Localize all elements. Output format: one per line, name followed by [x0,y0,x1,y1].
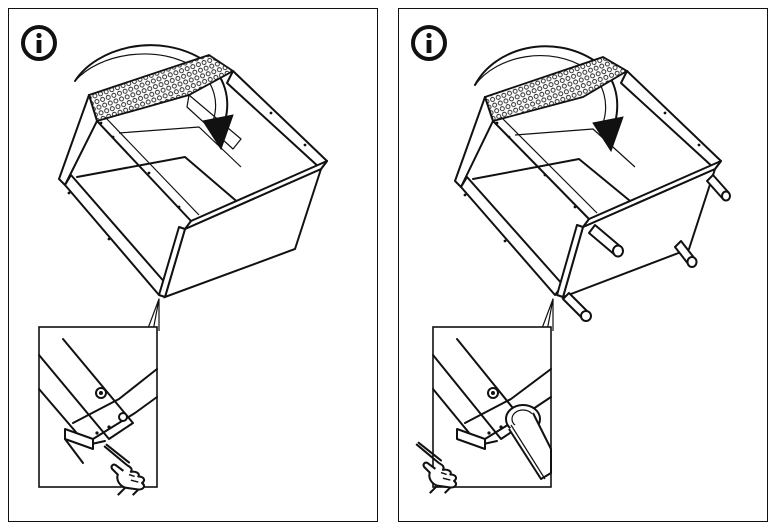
cabinet-frame-with-legs-illustration [399,45,731,523]
detail-inset [38,326,158,495]
cabinet-frame-illustration [38,44,328,523]
instruction-panel-step-1 [8,8,378,522]
detail-inset [417,326,552,493]
legs [562,174,731,322]
instruction-panel-step-2 [398,8,768,522]
rotate-arrow-icon [74,44,234,151]
